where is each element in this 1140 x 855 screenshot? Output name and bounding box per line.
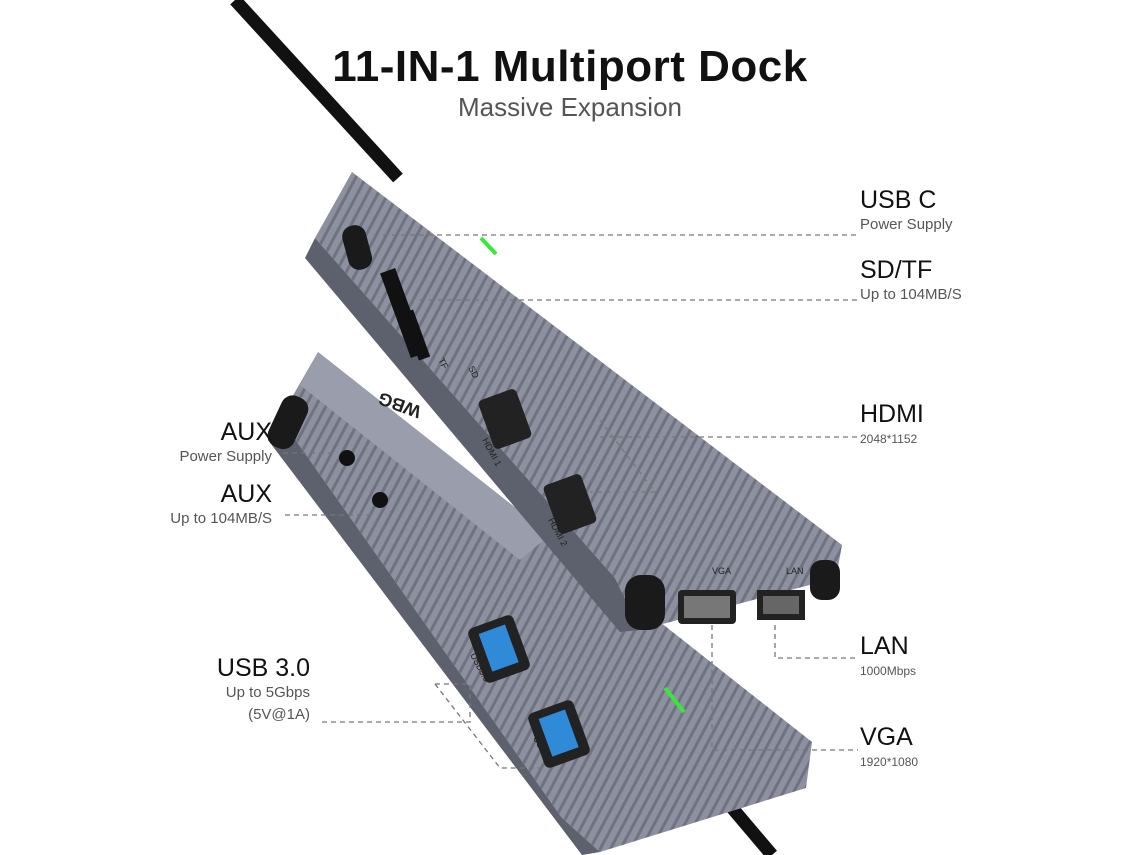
port-name: HDMI (860, 400, 924, 428)
tf-label: TF (436, 356, 450, 371)
port-detail: 1000Mbps (860, 664, 917, 678)
port-detail-power: (5V@1A) (248, 706, 310, 723)
port-detail: Up to 5Gbps (225, 684, 310, 701)
page-title: 11-IN-1 Multiport Dock (332, 42, 808, 91)
lower-dock: USB3.0 USB3.0 (267, 352, 812, 855)
label-hdmi: HDMI 2048*1152 (860, 400, 924, 450)
port-detail: 2048*1152 (860, 432, 918, 446)
port-name: AUX (220, 418, 272, 446)
port-detail: Power Supply (179, 448, 272, 465)
port-name: USB 3.0 (216, 654, 310, 682)
port-detail: Power Supply (860, 216, 953, 233)
port-detail: Up to 104MB/S (170, 510, 272, 527)
top-cable (230, 0, 403, 183)
port-name: LAN (860, 632, 909, 660)
page-subtitle: Massive Expansion (458, 92, 682, 122)
label-usb-c: USB C Power Supply (860, 186, 953, 236)
upper-dock: SD TF HDMI 1 HDMI 2 WBG VGA LAN (305, 172, 842, 632)
led-icon (479, 236, 498, 256)
port-detail: Up to 104MB/S (860, 286, 962, 303)
label-vga: VGA 1920*1080 (860, 723, 918, 773)
leader-lines (283, 234, 858, 769)
port-name: SD/TF (860, 256, 933, 284)
led-icon (663, 686, 686, 714)
port-name: AUX (220, 480, 272, 508)
label-sd-tf: SD/TF Up to 104MB/S (860, 256, 962, 306)
label-aux-1: AUX Power Supply (179, 418, 272, 468)
label-aux-2: AUX Up to 104MB/S (170, 480, 272, 530)
port-name: VGA (860, 723, 913, 751)
label-lan: LAN 1000Mbps (860, 632, 916, 682)
port-detail: 1920*1080 (860, 755, 919, 769)
vga-label: VGA (712, 566, 731, 576)
port-name: USB C (860, 186, 937, 214)
lan-label: LAN (786, 566, 804, 576)
label-usb3: USB 3.0 Up to 5Gbps (5V@1A) (217, 654, 310, 726)
